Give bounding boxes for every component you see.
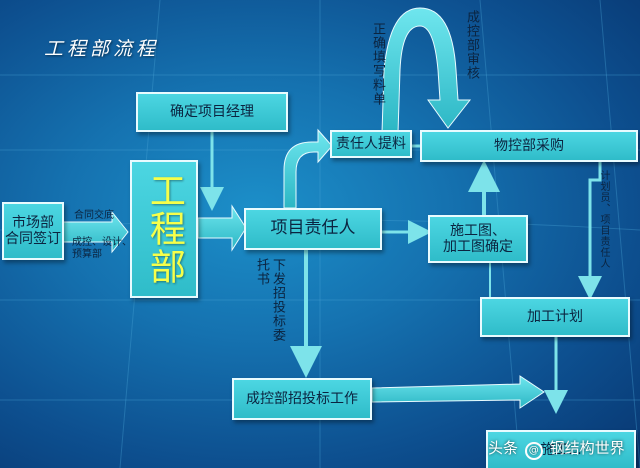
label-cost-audit: 成控部审核	[464, 10, 479, 80]
label-plan-leader: 计划员、项目责任人	[598, 170, 609, 269]
watermark-brand: 头条	[488, 439, 519, 457]
arrow-bidding-to-right	[371, 375, 545, 409]
label-fill-materials-correct: 正确填写料单	[370, 22, 385, 106]
arrow-leader-to-materials	[283, 128, 333, 209]
node-engineering-dept: 工程部	[130, 160, 198, 298]
arrow-review-loop	[381, 7, 472, 134]
arrow-engineering-to-leader	[197, 204, 247, 252]
node-market-contract: 市场部 合同签订	[2, 202, 64, 260]
node-drawing-confirm: 施工图、 加工图确定	[428, 215, 528, 263]
label-issue-bidding: 下发招投标委	[270, 258, 285, 342]
node-project-leader: 项目责任人	[244, 208, 382, 250]
label-tuo-shu: 托书	[254, 258, 269, 286]
at-icon: @	[524, 442, 543, 460]
node-procurement: 物控部采购	[420, 130, 638, 162]
node-bottom-partial: 施工...	[486, 430, 636, 468]
watermark-account: 钢结构世界	[549, 439, 625, 457]
node-bidding-work: 成控部招投标工作	[232, 378, 372, 420]
page-title: 工程部流程	[44, 38, 160, 60]
node-leader-materials: 责任人提料	[330, 130, 412, 158]
label-contract-handover: 合同交底	[74, 210, 114, 221]
engineering-dept-label: 工程部	[143, 172, 185, 286]
arrow-procurement-to-plan	[578, 162, 602, 300]
node-confirm-manager: 确定项目经理	[136, 92, 288, 132]
watermark: 头条 @ 钢结构世界	[488, 437, 625, 460]
node-processing-plan: 加工计划	[480, 297, 630, 337]
label-cost-design-budget: 成控、设计、 预算部	[72, 237, 132, 260]
arrow-market-to-engineering	[61, 210, 129, 254]
